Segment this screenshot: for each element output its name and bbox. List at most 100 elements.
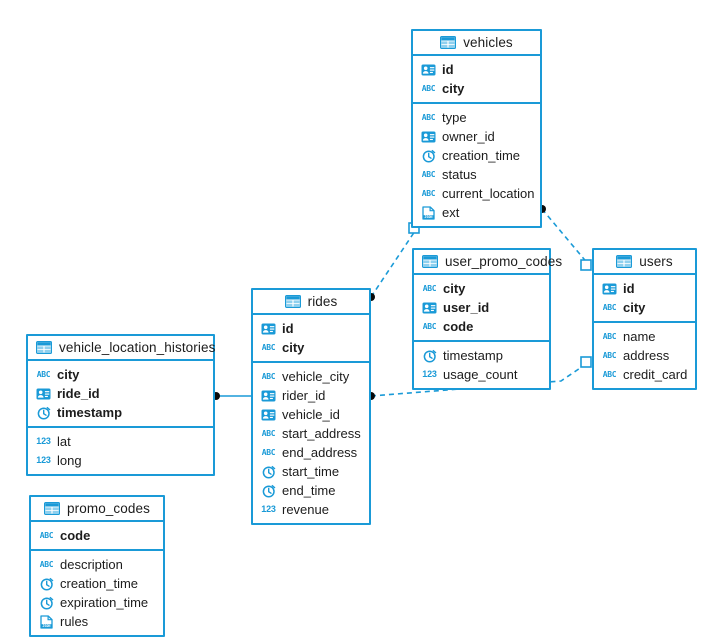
column-row[interactable]: vehicle_id (253, 405, 369, 424)
column-row[interactable]: timestamp (414, 346, 549, 365)
clock-icon (39, 576, 54, 591)
column-label: timestamp (57, 405, 123, 420)
column-row[interactable]: ABC status (413, 165, 540, 184)
primary-key-row[interactable]: ride_id (28, 384, 213, 403)
column-row[interactable]: rider_id (253, 386, 369, 405)
table-icon (616, 255, 633, 268)
column-label: id (623, 281, 635, 296)
clock-icon (421, 148, 436, 163)
number-type-icon: 123 (261, 504, 276, 514)
string-type-icon: ABC (602, 369, 617, 379)
column-label: start_address (282, 426, 361, 441)
column-label: type (442, 110, 467, 125)
id-card-icon (261, 407, 276, 422)
column-label: lat (57, 434, 71, 449)
column-row[interactable]: ABC address (594, 346, 695, 365)
column-label: ext (442, 205, 460, 220)
id-card-icon (421, 62, 436, 77)
table-name: users (639, 254, 673, 269)
column-row[interactable]: creation_time (31, 574, 163, 593)
column-row[interactable]: 123 usage_count (414, 365, 549, 384)
string-type-icon: ABC (421, 83, 436, 93)
primary-key-row[interactable]: id (253, 319, 369, 338)
column-row[interactable]: JSON ext (413, 203, 540, 222)
column-label: long (57, 453, 82, 468)
id-card-icon (261, 321, 276, 336)
string-type-icon: ABC (422, 321, 437, 331)
primary-key-row[interactable]: id (594, 279, 695, 298)
column-row[interactable]: ABC end_address (253, 443, 369, 462)
column-label: city (442, 81, 465, 96)
column-label: expiration_time (60, 595, 149, 610)
column-row[interactable]: expiration_time (31, 593, 163, 612)
column-row[interactable]: creation_time (413, 146, 540, 165)
primary-key-row[interactable]: timestamp (28, 403, 213, 422)
string-type-icon: ABC (261, 447, 276, 457)
number-type-icon: 123 (422, 369, 437, 379)
table-header[interactable]: users (594, 250, 695, 275)
string-type-icon: ABC (602, 302, 617, 312)
clock-icon (422, 348, 437, 363)
table-name: rides (307, 294, 338, 309)
svg-text:JSON: JSON (424, 215, 432, 219)
column-label: end_time (282, 483, 336, 498)
number-type-icon: 123 (36, 455, 51, 465)
column-label: status (442, 167, 477, 182)
column-label: vehicle_city (282, 369, 350, 384)
table-header[interactable]: vehicle_location_histories (28, 336, 215, 361)
string-type-icon: ABC (602, 350, 617, 360)
json-icon: JSON (421, 205, 436, 220)
column-label: owner_id (442, 129, 495, 144)
primary-key-row[interactable]: ABC city (413, 79, 540, 98)
column-row[interactable]: start_time (253, 462, 369, 481)
id-card-icon (422, 300, 437, 315)
column-label: timestamp (443, 348, 503, 363)
column-row[interactable]: ABC type (413, 108, 540, 127)
primary-key-row[interactable]: id (413, 60, 540, 79)
column-row[interactable]: end_time (253, 481, 369, 500)
column-label: address (623, 348, 670, 363)
table-icon (422, 255, 438, 268)
column-row[interactable]: ABC credit_card (594, 365, 695, 384)
table-header[interactable]: rides (253, 290, 369, 315)
column-label: end_address (282, 445, 358, 460)
column-label: credit_card (623, 367, 688, 382)
table-header[interactable]: promo_codes (31, 497, 163, 522)
column-label: description (60, 557, 123, 572)
table-header[interactable]: vehicles (413, 31, 540, 56)
column-label: usage_count (443, 367, 518, 382)
table-icon (36, 341, 52, 354)
relationship-histories-to-rides[interactable] (212, 392, 251, 400)
string-type-icon: ABC (421, 112, 436, 122)
column-label: current_location (442, 186, 535, 201)
column-row[interactable]: 123 long (28, 451, 213, 470)
column-label: rules (60, 614, 89, 629)
string-type-icon: ABC (421, 169, 436, 179)
table-header[interactable]: user_promo_codes (414, 250, 562, 275)
column-row[interactable]: owner_id (413, 127, 540, 146)
primary-key-row[interactable]: user_id (414, 298, 549, 317)
table-icon (44, 502, 61, 515)
